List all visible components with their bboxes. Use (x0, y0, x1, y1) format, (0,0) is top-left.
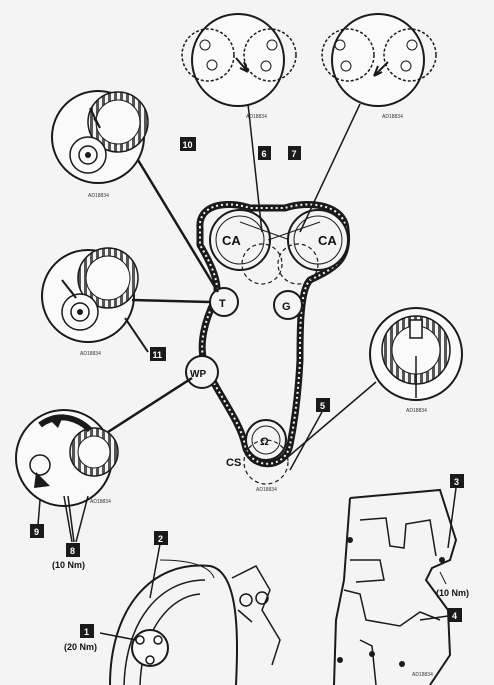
detail-view-5: AD18834 (369, 307, 463, 414)
callout-9: 9 (30, 524, 44, 538)
ref-code-crank: AD18834 (256, 487, 277, 493)
ref-code-cover: AD18834 (412, 672, 433, 678)
pulley-label-ca-left: CA (222, 233, 241, 248)
svg-text:2: 2 (158, 534, 163, 544)
ref-code-6: AD18834 (246, 114, 267, 120)
callout-5: 5 (316, 398, 330, 412)
svg-text:3: 3 (454, 477, 459, 487)
pulley-label-g: G (282, 301, 291, 313)
detail-view-9: AD18834 (15, 409, 119, 507)
callout-1: 1 (80, 624, 94, 638)
tensioner-pulley: T (209, 287, 239, 317)
pulley-label-cs: CS (226, 457, 241, 469)
detail-view-10: AD18834 (51, 90, 149, 199)
ref-code-5: AD18834 (406, 408, 427, 414)
callout-8: 8 (66, 543, 80, 557)
torque-8: (10 Nm) (52, 560, 85, 570)
svg-text:8: 8 (70, 546, 75, 556)
timing-cover: AD18834 (333, 488, 458, 685)
detail-view-7: AD18834 (321, 13, 437, 120)
camshaft-pulley-left: CA (209, 209, 291, 285)
ref-code-7: AD18834 (382, 114, 403, 120)
torque-3: (10 Nm) (436, 588, 469, 598)
svg-text:4: 4 (452, 611, 457, 621)
pulley-label-ca-right: CA (318, 233, 337, 248)
callout-11: 11 (150, 347, 166, 361)
svg-text:11: 11 (153, 350, 163, 360)
idler-pulley: G (273, 290, 303, 320)
svg-text:10: 10 (183, 140, 193, 150)
detail-view-6: AD18834 (181, 13, 297, 120)
svg-text:7: 7 (292, 149, 297, 159)
bracket-detail (231, 565, 281, 666)
ref-code-11: AD18834 (80, 351, 101, 357)
torque-1: (20 Nm) (64, 642, 97, 652)
svg-text:5: 5 (320, 401, 325, 411)
svg-text:Ω: Ω (260, 436, 269, 448)
svg-text:1: 1 (84, 627, 89, 637)
svg-text:6: 6 (262, 149, 267, 159)
callout-10: 10 (180, 137, 196, 151)
water-pump-pulley: WP (185, 355, 219, 389)
callout-7: 7 (288, 146, 301, 160)
pulley-label-wp: WP (190, 369, 206, 380)
ref-code-10: AD18834 (88, 193, 109, 199)
svg-text:9: 9 (34, 527, 39, 537)
crankshaft-sprocket: Ω CS AD18834 (226, 419, 289, 493)
callout-4: 4 (448, 608, 462, 622)
callout-2: 2 (154, 531, 168, 545)
pulley-label-t: T (219, 298, 226, 310)
callout-6: 6 (258, 146, 271, 160)
ref-code-9: AD18834 (90, 499, 111, 505)
detail-view-11: AD18834 (41, 247, 139, 357)
crankshaft-pulley (109, 559, 238, 685)
callout-3: 3 (450, 474, 464, 488)
